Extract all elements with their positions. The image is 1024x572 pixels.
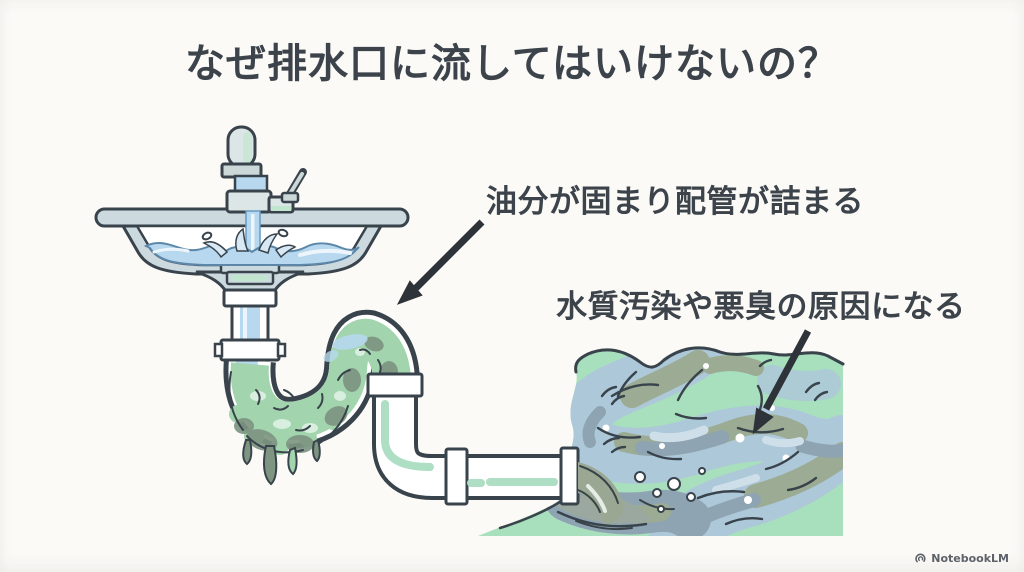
clog-annotation-label: 油分が固まり配管が詰まる <box>486 184 864 220</box>
slip-nut-upper <box>222 288 278 308</box>
watermark-brand: NotebookLM <box>931 552 1009 565</box>
bubbles <box>634 467 706 513</box>
page-title: なぜ排水口に流してはいけないの？ <box>185 41 839 87</box>
pollution-arrow <box>752 329 812 435</box>
faucet-base <box>225 189 273 214</box>
clogged-p-trap <box>213 309 420 486</box>
pipe-coupling-ring <box>444 447 469 506</box>
watermark: NotebookLM <box>914 552 1009 565</box>
pipe-end-flange <box>559 446 580 506</box>
polluted-river <box>545 347 843 536</box>
slip-nut-lower <box>219 338 281 362</box>
clog-drips <box>242 438 321 486</box>
discharge-stream <box>556 462 706 531</box>
grass-ticks <box>600 358 829 454</box>
trap-outlet-coupling <box>366 372 424 398</box>
faucet <box>220 125 307 214</box>
water-stream <box>245 210 261 254</box>
grease-clog <box>228 318 411 486</box>
bowl-water <box>143 227 360 266</box>
annotation-arrows <box>396 219 812 435</box>
pollution-annotation-label: 水質汚染や悪臭の原因になる <box>556 289 966 325</box>
notebooklm-logo-icon <box>915 553 926 563</box>
clog-arrow <box>396 219 485 305</box>
